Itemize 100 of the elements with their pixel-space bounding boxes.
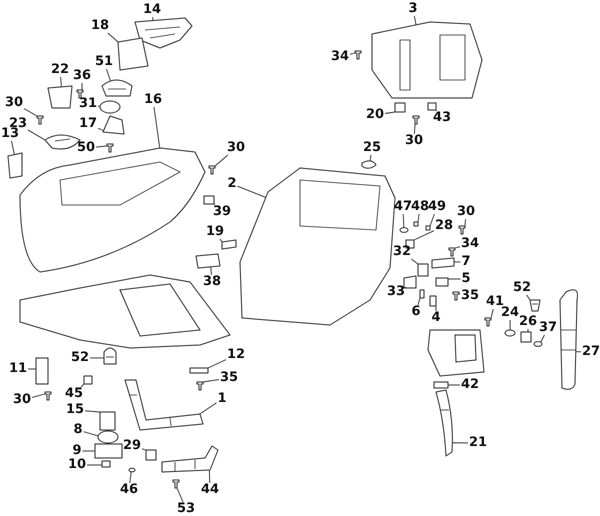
latch-part (418, 264, 428, 276)
callout-number: 17 (79, 117, 98, 131)
leader-line (490, 308, 494, 318)
leader-line (176, 488, 184, 502)
callout-number: 28 (435, 219, 454, 233)
callout-number: 20 (366, 108, 384, 122)
callout-number: 51 (95, 55, 114, 69)
clip-part (436, 278, 448, 286)
filter-part (100, 412, 116, 430)
callout-number: 21 (469, 436, 488, 450)
callout-number: 44 (201, 483, 220, 497)
leader-line (350, 52, 356, 55)
callout-number: 26 (519, 315, 538, 329)
leader-line (106, 68, 112, 82)
callout-number: 30 (13, 393, 32, 407)
leader-line (436, 110, 438, 112)
leader-line (526, 294, 530, 300)
callout-number: 16 (144, 93, 162, 107)
clip-part (428, 102, 436, 110)
leader-line (448, 278, 461, 280)
bushing-part (362, 160, 376, 169)
callout-number: 36 (73, 69, 92, 83)
callout-number: 52 (71, 351, 90, 365)
callout-number: 32 (393, 245, 412, 259)
pin-part (420, 290, 424, 298)
callout-number: 30 (227, 141, 246, 155)
hose-clamp-part (434, 382, 448, 388)
callout-number: 7 (462, 255, 471, 269)
screw-icon (458, 226, 466, 234)
callout-number: 38 (203, 275, 222, 289)
screw-icon (44, 392, 52, 400)
callout-number: 39 (213, 205, 232, 219)
leader-line (214, 154, 228, 166)
leader-line (208, 359, 226, 368)
callout-number: 8 (74, 423, 83, 437)
leader-line (418, 214, 420, 222)
pad-part (196, 254, 220, 268)
valve-part (102, 116, 124, 134)
leader-line (86, 464, 102, 466)
leader-line (414, 124, 416, 134)
screw-icon (448, 248, 456, 256)
leader-line (60, 76, 62, 88)
o-ring-part (98, 430, 118, 444)
leader-line (208, 470, 210, 484)
pad-part (222, 240, 236, 250)
callout-number: 45 (65, 387, 84, 401)
leader-line (370, 154, 372, 162)
cup-part (8, 152, 22, 178)
callout-number: 15 (66, 403, 84, 417)
nut-part (94, 444, 122, 458)
callout-number: 14 (143, 3, 162, 17)
leader-line (452, 442, 468, 444)
callout-number: 27 (582, 345, 600, 359)
clamp-part (146, 450, 156, 460)
callout-number: 46 (120, 483, 138, 497)
leader-line (214, 204, 216, 206)
pin-part (414, 222, 418, 226)
callout-number: 18 (91, 19, 110, 33)
o-ring-part (534, 341, 542, 347)
leader-line (402, 214, 404, 228)
callout-number: 30 (5, 96, 24, 110)
leader-line (414, 16, 417, 26)
strip-part (190, 368, 208, 374)
leader-line (510, 320, 511, 330)
leader-line (540, 334, 545, 343)
leader-line (454, 246, 460, 248)
leader-line (575, 351, 582, 352)
callout-number: 33 (387, 285, 406, 299)
leader-line (237, 186, 266, 198)
leader-line (11, 140, 15, 156)
callout-number: 37 (539, 321, 558, 335)
callout-number: 22 (51, 63, 70, 77)
fitting-part (84, 376, 92, 384)
callout-number: 34 (331, 50, 350, 64)
fitting-part (128, 468, 136, 472)
bracket-part (432, 258, 454, 268)
callout-number: 34 (461, 237, 480, 251)
leader-line (98, 106, 100, 107)
leader-line (152, 16, 154, 22)
o-ring-part (504, 330, 516, 336)
leader-line (142, 448, 146, 450)
callout-number: 3 (408, 2, 418, 16)
leader-line (219, 238, 222, 242)
screw-icon (196, 382, 204, 390)
callout-number: 25 (363, 141, 382, 155)
callout-number: 48 (411, 200, 430, 214)
callout-number: 13 (1, 127, 20, 141)
leader-line (210, 266, 212, 276)
fitting-part (520, 332, 532, 342)
callout-number: 12 (227, 348, 246, 362)
screw-icon (484, 318, 492, 326)
leader-line (129, 471, 132, 484)
washer-part (400, 227, 408, 233)
screw-icon (172, 480, 180, 488)
leader-line (154, 106, 160, 148)
callout-number: 4 (432, 311, 441, 325)
leader-line (430, 214, 435, 226)
hose-part (436, 390, 453, 456)
callout-number: 30 (457, 205, 476, 219)
leader-line (410, 258, 418, 264)
